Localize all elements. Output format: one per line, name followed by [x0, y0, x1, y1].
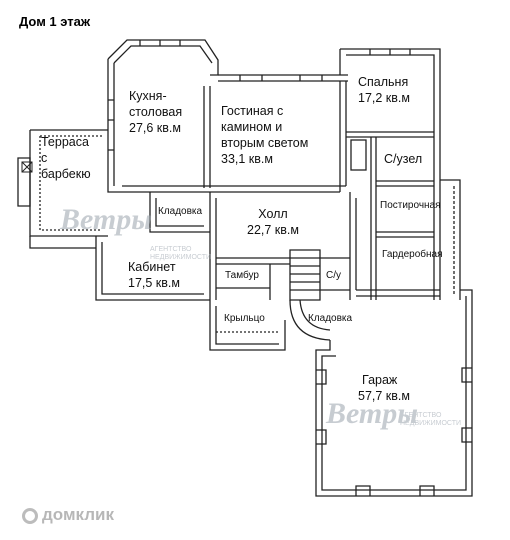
room-laundry-label: Постирочная	[380, 200, 441, 211]
room-hall-label: Холл 22,7 кв.м	[247, 207, 299, 237]
domclick-logo-icon	[22, 508, 38, 524]
room-living-label: Гостиная с камином и вторым светом 33,1 …	[221, 104, 309, 166]
porch-wall	[209, 300, 286, 351]
garage-wall	[315, 289, 473, 497]
room-vestibule-label: Тамбур	[225, 270, 259, 281]
kitchen-bay-wall	[107, 39, 219, 76]
bedroom-top-wall	[340, 48, 441, 300]
room-wc2-label: С/у	[326, 270, 341, 281]
room-wc1-label: С/узел	[384, 152, 423, 166]
room-porch-label: Крыльцо	[224, 313, 265, 324]
room-garage-label: Гараж 57,7 кв.м	[358, 373, 410, 403]
agency-watermark-left: Ветры АГЕНТСТВО НЕДВИЖИМОСТИ	[60, 203, 212, 262]
room-terrace-label: Терраса с барбекю	[41, 135, 91, 181]
domclick-logo: домклик	[22, 505, 114, 525]
room-pantry2-label: Кладовка	[308, 313, 353, 324]
room-office-label: Кабинет 17,5 кв.м	[128, 260, 180, 290]
room-wardrobe-label: Гардеробная	[382, 249, 443, 260]
agency-watermark-right: Ветры АГЕНТСТВО НЕДВИЖИМОСТИ	[326, 397, 462, 430]
room-kitchen-label: Кухня- столовая 27,6 кв.м	[129, 89, 183, 135]
room-bedroom-label: Спальня 17,2 кв.м	[358, 75, 410, 105]
page-title: Дом 1 этаж	[19, 14, 91, 29]
room-pantry1-label: Кладовка	[158, 206, 203, 217]
office-wall	[95, 236, 210, 301]
staircase	[289, 249, 321, 301]
